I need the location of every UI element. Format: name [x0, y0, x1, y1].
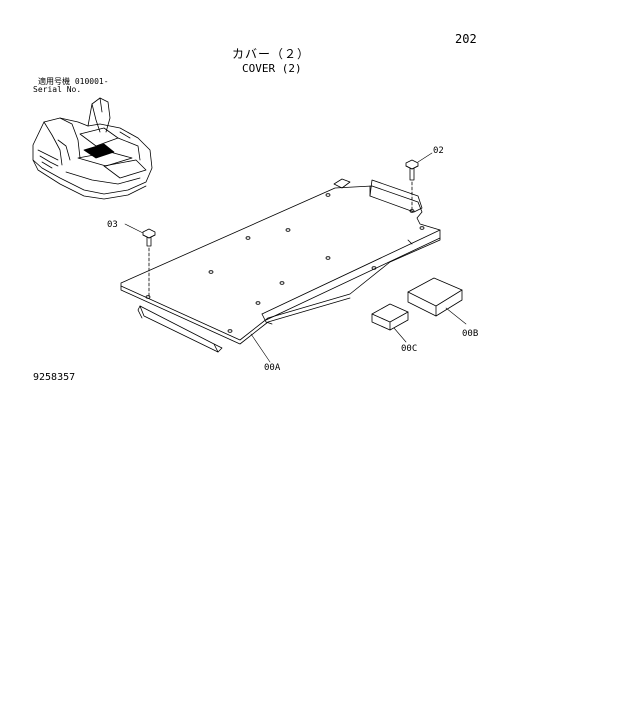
serial-label: Serial No. — [33, 85, 82, 94]
bolt-03-icon — [142, 228, 156, 297]
drawing-number: 9258357 — [33, 372, 76, 383]
page-title-japanese: カバー（２） — [232, 47, 311, 61]
floor-cover-plate — [120, 178, 441, 353]
callout-03: 03 — [107, 220, 118, 230]
callout-02: 02 — [433, 146, 444, 156]
callout-00a: 00A — [264, 363, 281, 373]
page-title: COVER (2) — [242, 62, 302, 75]
pad-00b-icon — [407, 277, 463, 317]
callout-00c: 00C — [401, 344, 417, 354]
callout-00b: 00B — [462, 329, 478, 339]
machine-thumbnail — [32, 97, 153, 200]
leader-lines — [124, 152, 467, 363]
pad-00c-icon — [371, 303, 409, 331]
bolt-02-icon — [405, 159, 419, 211]
page-number: 202 — [455, 32, 477, 46]
serial-label-japanese: 適用号機 010001- — [38, 77, 109, 86]
